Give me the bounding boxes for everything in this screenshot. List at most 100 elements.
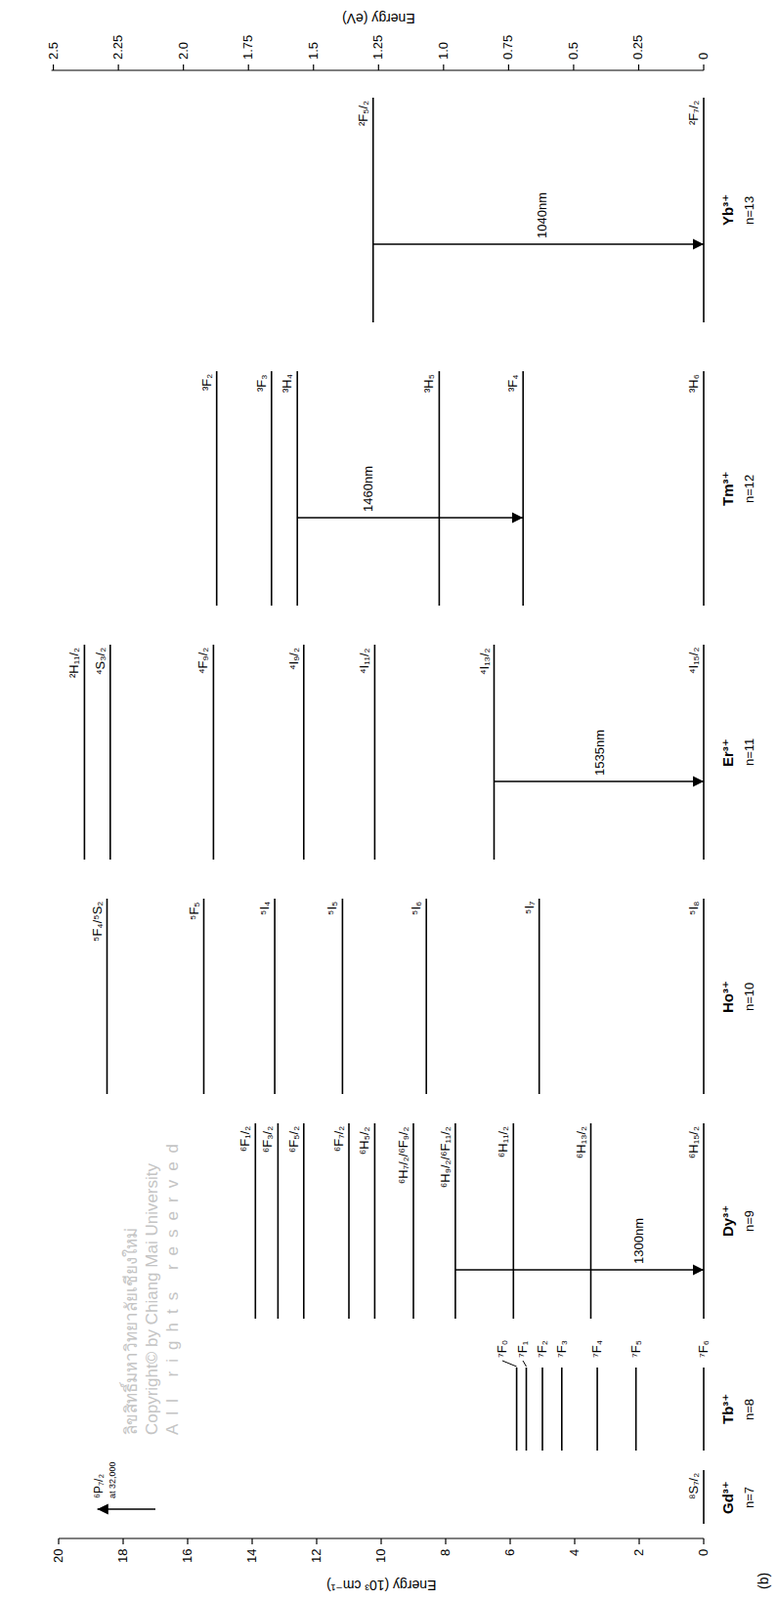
term-label: ²H₁₁/₂ [67, 647, 82, 680]
tick-label: 20 [51, 1549, 66, 1565]
term-label: ⁶P₇/₂ [92, 1473, 106, 1501]
term-label: ⁶F₅/₂ [287, 1125, 302, 1155]
tick-label: 16 [180, 1549, 195, 1565]
transition-arrow [494, 780, 705, 783]
axis-tick [380, 1539, 382, 1546]
term-label: ⁵I₆ [409, 901, 424, 917]
energy-level [702, 899, 705, 1095]
axis-tick [638, 64, 640, 71]
term-label: ⁷F₁ [516, 1340, 530, 1360]
term-label: ⁶H₇/₂/⁶F₉/₂ [396, 1125, 411, 1186]
axis-tick [248, 64, 250, 71]
term-label: ⁵F₅ [187, 901, 202, 922]
term-label: ⁵F₄/⁵S₂ [90, 901, 105, 944]
energy-level [454, 1123, 457, 1320]
tick-label: 8 [438, 1549, 453, 1558]
term-label: ⁷F₃ [555, 1339, 569, 1360]
energy-level [84, 645, 87, 861]
watermark: ลิขสิทธิ์มหาวิทยาลัยเชียงใหม่ [123, 1227, 142, 1437]
electron-count: n=10 [742, 981, 757, 1012]
energy-level [702, 97, 705, 323]
energy-level [106, 899, 109, 1095]
axis-tick [251, 1539, 253, 1546]
tick-label: 6 [503, 1549, 518, 1558]
axis-tick [509, 1539, 511, 1546]
tick-label: 10 [374, 1549, 389, 1565]
transition-wavelength: 1040nm [535, 191, 550, 240]
term-label: ⁶H₁₅/₂ [687, 1125, 701, 1161]
energy-level [521, 371, 524, 606]
term-label: ⁶F₁/₂ [238, 1125, 253, 1154]
energy-level [270, 371, 273, 606]
term-label: ³H₅ [422, 373, 436, 394]
energy-level [590, 1123, 593, 1320]
energy-level [347, 1123, 350, 1320]
tick-label: 0 [696, 51, 711, 61]
electron-count: n=13 [742, 194, 757, 225]
transition-arrow [97, 1509, 156, 1511]
energy-level [561, 1368, 563, 1452]
electron-count: n=12 [742, 473, 757, 504]
energy-level [254, 1123, 257, 1320]
ion-label: Ho³⁺ [720, 980, 737, 1015]
tick-label: 2.25 [111, 34, 126, 61]
energy-level [541, 1368, 544, 1452]
term-label: ⁵I₄ [258, 901, 272, 917]
term-label: ⁷F₀ [495, 1339, 510, 1360]
axis-tick [122, 1539, 124, 1546]
term-label: ⁷F₂ [535, 1339, 550, 1360]
energy-level [635, 1368, 638, 1452]
energy-level [702, 645, 705, 861]
term-label: ⁴S₃/₂ [93, 647, 108, 677]
term-label: ⁸S₇/₂ [687, 1472, 701, 1502]
axis-tick [52, 64, 54, 71]
ion-label: Yb³⁺ [720, 193, 737, 227]
tick-label: 2.5 [46, 41, 61, 61]
energy-level [277, 1123, 280, 1320]
energy-level [493, 645, 496, 861]
transition-arrow [455, 1269, 704, 1272]
energy-level [342, 899, 345, 1095]
term-label: ³F₄ [506, 373, 520, 393]
energy-level [702, 371, 705, 606]
transition-wavelength: 1300nm [632, 1217, 647, 1266]
tick-label: 1.0 [436, 41, 451, 61]
term-label: ⁷F₄ [590, 1339, 605, 1360]
tick-label: 12 [309, 1549, 324, 1565]
tick-label: 0.75 [501, 34, 516, 61]
energy-level [596, 1368, 599, 1452]
tick-label: 4 [567, 1549, 582, 1558]
axis-title: Energy (eV) [341, 10, 417, 26]
tick-label: 18 [116, 1549, 130, 1565]
term-label: ⁶H₁₁/₂ [496, 1125, 511, 1160]
leader-line [502, 1361, 518, 1368]
energy-level [438, 371, 441, 606]
energy-level [203, 899, 206, 1095]
electron-count: n=7 [742, 1485, 757, 1510]
tick-label: 1.5 [306, 41, 321, 61]
term-label: ⁴F₉/₂ [196, 647, 211, 676]
energy-level [702, 1123, 705, 1320]
ion-label: Dy³⁺ [720, 1205, 737, 1239]
axis-tick [186, 1539, 188, 1546]
term-label: ⁵I₅ [325, 901, 340, 917]
transition-wavelength: 1535nm [593, 729, 607, 777]
energy-level [425, 899, 428, 1095]
energy-level [702, 1470, 705, 1525]
term-label: ⁶H₁₃/₂ [574, 1125, 589, 1161]
energy-level [296, 371, 299, 606]
term-label: ³H₆ [687, 373, 701, 394]
axis-tick [638, 1539, 640, 1546]
axis-line [51, 69, 704, 71]
energy-level [538, 899, 541, 1095]
energy-level [525, 1368, 528, 1452]
ion-label: Tb³⁺ [720, 1393, 737, 1426]
axis-tick [378, 64, 380, 71]
tick-label: 1.75 [241, 34, 256, 61]
transition-arrow [297, 517, 523, 519]
term-label: ⁴I₁₅/₂ [687, 647, 701, 676]
energy-level [215, 371, 218, 606]
term-label: ⁶H₉/₂/⁶F₁₁/₂ [438, 1125, 453, 1190]
ion-label: Er³⁺ [720, 737, 737, 769]
term-label: ²F₅/₂ [356, 99, 371, 128]
